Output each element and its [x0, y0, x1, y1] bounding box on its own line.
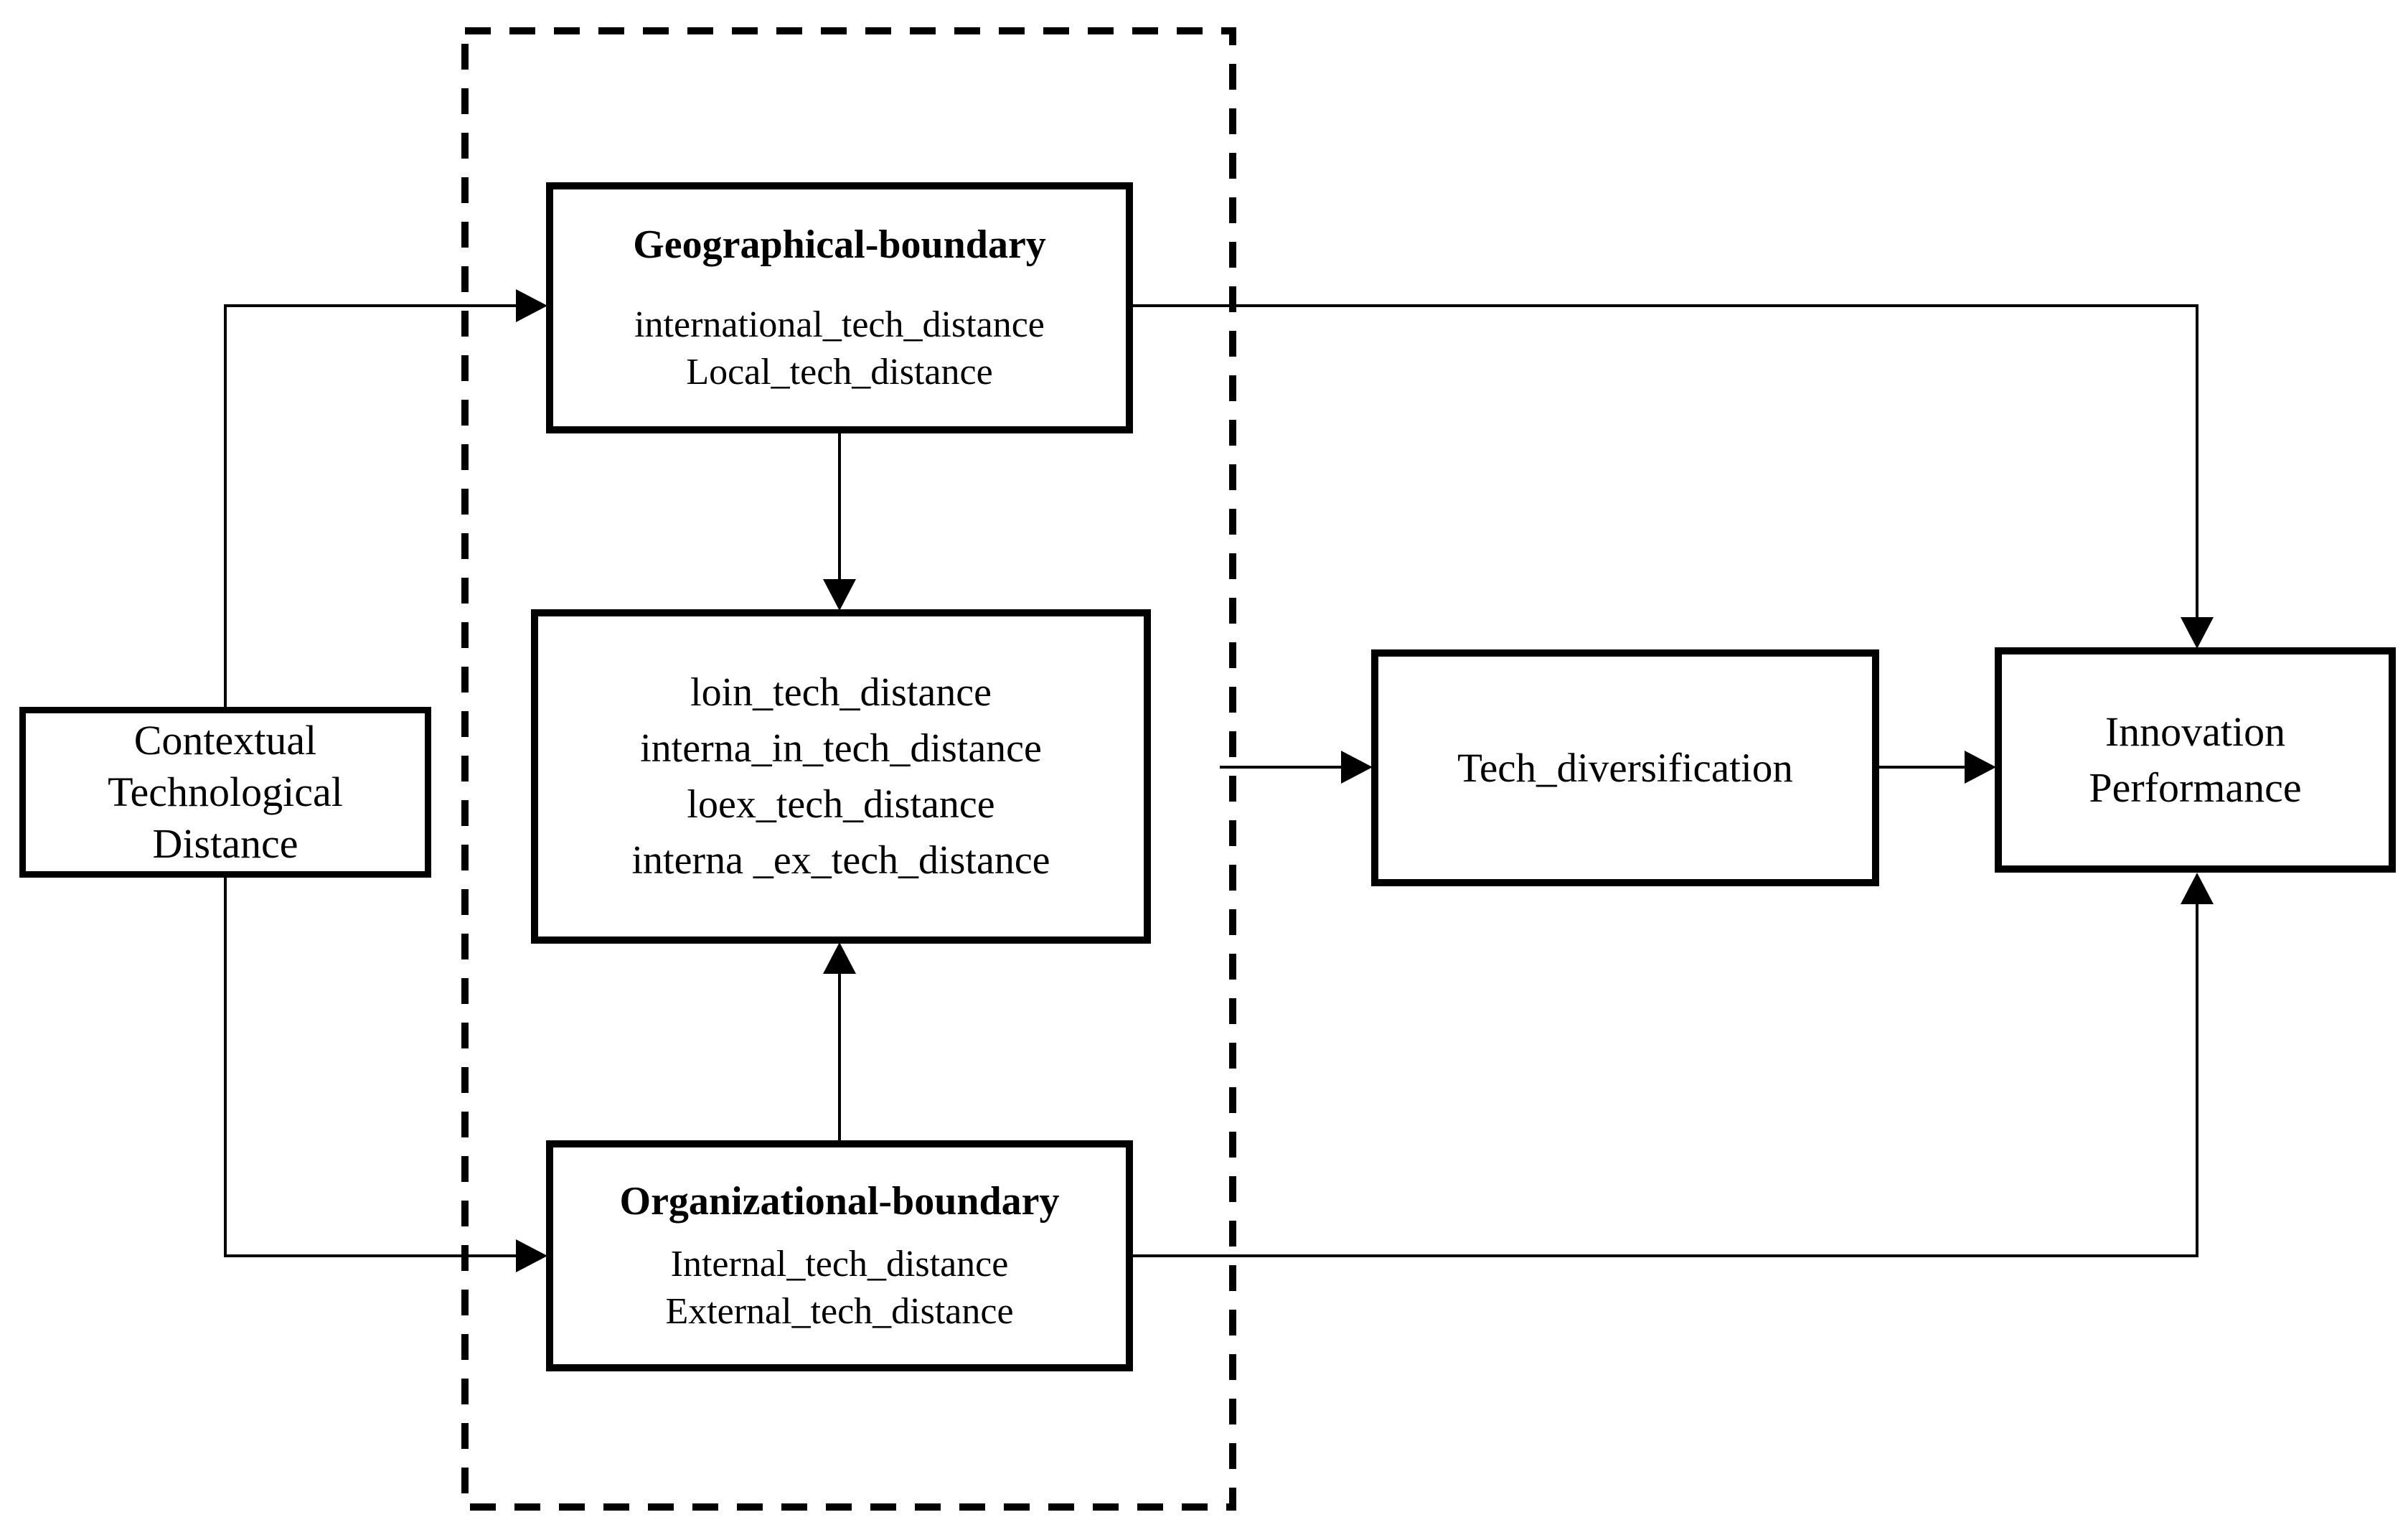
- tech-diversification-box: Tech_diversification: [1371, 649, 1879, 886]
- contextual-box-line: Contextual: [133, 717, 317, 764]
- arrowhead-right-icon: [516, 289, 547, 322]
- interaction-distances-box: loin_tech_distance interna_in_tech_dista…: [531, 609, 1151, 944]
- arrow-contextual-to-organizational: [224, 878, 547, 1272]
- organizational-boundary-title: Organizational-boundary: [619, 1179, 1060, 1224]
- arrowhead-down-icon: [2181, 617, 2214, 649]
- arrow-organizational-to-interaction: [823, 942, 856, 1140]
- arrow-geographical-to-interaction: [823, 433, 856, 611]
- contextual-box-line: Distance: [152, 820, 298, 867]
- arrow-contextual-to-geographical: [224, 289, 547, 707]
- moderators-dashed-container: [461, 27, 1236, 1511]
- contextual-box-line: Technological: [108, 769, 343, 815]
- arrowhead-up-icon: [823, 942, 856, 974]
- geographical-boundary-item: international_tech_distance: [634, 304, 1045, 345]
- geographical-boundary-item: Local_tech_distance: [686, 352, 993, 393]
- organizational-boundary-item: External_tech_distance: [665, 1291, 1014, 1332]
- interaction-distances-item: interna _ex_tech_distance: [631, 838, 1050, 883]
- arrowhead-right-icon: [1965, 751, 1996, 784]
- organizational-boundary-item: Internal_tech_distance: [670, 1244, 1009, 1285]
- arrowhead-down-icon: [823, 579, 856, 611]
- arrowhead-right-icon: [1341, 751, 1373, 784]
- innovation-performance-line: Performance: [2089, 764, 2302, 811]
- innovation-performance-line: Innovation: [2104, 708, 2286, 755]
- arrowhead-right-icon: [516, 1239, 547, 1272]
- contextual-technological-distance-box: Contextual Technological Distance: [19, 707, 431, 878]
- interaction-distances-item: loex_tech_distance: [687, 782, 995, 827]
- interaction-distances-item: loin_tech_distance: [690, 670, 992, 715]
- arrow-organizational-to-innovation: [1133, 873, 2214, 1257]
- arrow-geographical-to-innovation: [1133, 304, 2214, 649]
- arrow-tech-diversification-to-innovation: [1879, 751, 1996, 784]
- geographical-boundary-title: Geographical-boundary: [633, 222, 1046, 267]
- tech-diversification-label: Tech_diversification: [1457, 745, 1793, 791]
- organizational-boundary-box: Organizational-boundary Internal_tech_di…: [546, 1140, 1133, 1371]
- arrowhead-up-icon: [2181, 873, 2214, 904]
- innovation-performance-box: Innovation Performance: [1995, 647, 2396, 873]
- arrow-moderators-to-tech-diversification: [1220, 751, 1373, 784]
- geographical-boundary-box: Geographical-boundary international_tech…: [546, 182, 1133, 433]
- interaction-distances-item: interna_in_tech_distance: [640, 726, 1042, 771]
